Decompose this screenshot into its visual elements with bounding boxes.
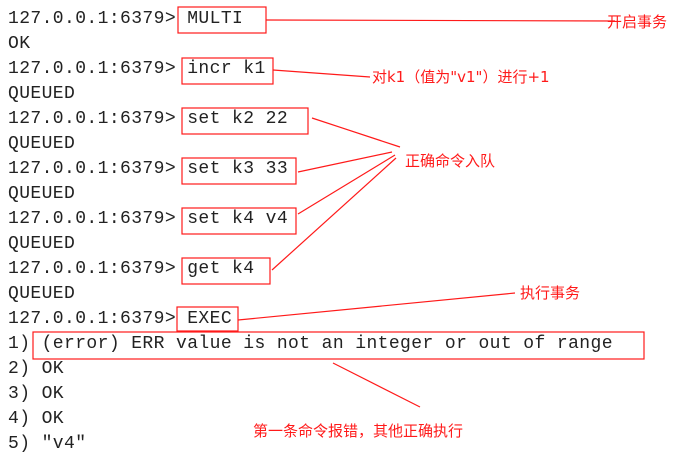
- output-line: QUEUED: [8, 184, 76, 204]
- command-line: 127.0.0.1:6379> incr k1: [8, 57, 613, 82]
- highlight-box-incr: [181, 57, 274, 85]
- command-text: set k3 33: [176, 159, 289, 179]
- highlight-box-set-k3: [181, 157, 297, 185]
- pointer-line-get-k4: [271, 157, 397, 271]
- prompt: 127.0.0.1:6379>: [8, 59, 177, 79]
- command-line: 127.0.0.1:6379> set k3 33: [8, 157, 613, 182]
- output-line: 3) OK: [8, 384, 65, 404]
- highlight-box-get-k4: [181, 257, 271, 285]
- pointer-line-set-k3: [297, 151, 393, 173]
- highlight-box-set-k2: [181, 107, 309, 135]
- output-line: 2) OK: [8, 359, 65, 379]
- pointer-line-incr: [272, 69, 371, 78]
- output-line: 4) OK: [8, 409, 65, 429]
- prompt: 127.0.0.1:6379>: [8, 9, 177, 29]
- output-line: OK: [8, 34, 31, 54]
- prompt: 127.0.0.1:6379>: [8, 109, 177, 129]
- annotation-exec: 执行事务: [520, 284, 581, 302]
- pointer-line-multi: [265, 19, 616, 22]
- command-text: set k2 22: [176, 109, 289, 129]
- command-line: 127.0.0.1:6379> set k4 v4: [8, 207, 613, 232]
- command-text: get k4: [176, 259, 255, 279]
- pointer-line-exec: [237, 292, 516, 321]
- highlight-box-error: [32, 331, 645, 360]
- command-line: 127.0.0.1:6379> EXEC: [8, 307, 613, 332]
- prompt: 127.0.0.1:6379>: [8, 209, 177, 229]
- output-line: QUEUED: [8, 134, 76, 154]
- command-text: EXEC: [176, 309, 233, 329]
- command-text: set k4 v4: [176, 209, 289, 229]
- command-line: 127.0.0.1:6379> get k4: [8, 257, 613, 282]
- pointer-line-error: [332, 362, 421, 408]
- prompt: 127.0.0.1:6379>: [8, 309, 177, 329]
- pointer-line-set-k2: [311, 117, 401, 148]
- pointer-line-set-k4: [297, 154, 396, 215]
- highlight-box-set-k4: [181, 207, 297, 235]
- output-line: 5) "v4": [8, 434, 87, 454]
- command-line: 127.0.0.1:6379> MULTI: [8, 7, 613, 32]
- command-text: incr k1: [176, 59, 266, 79]
- highlight-box-multi: [177, 6, 267, 34]
- annotation-incr: 对k1（值为"v1"）进行+1: [372, 68, 550, 86]
- highlight-box-exec: [176, 306, 239, 332]
- command-text: MULTI: [176, 9, 244, 29]
- output-line: 1) (error) ERR value is not an integer o…: [8, 334, 613, 354]
- annotation-queued: 正确命令入队: [405, 152, 496, 170]
- output-line: QUEUED: [8, 284, 76, 304]
- annotation-multi: 开启事务: [607, 13, 668, 31]
- prompt: 127.0.0.1:6379>: [8, 259, 177, 279]
- command-line: 127.0.0.1:6379> set k2 22: [8, 107, 613, 132]
- annotation-error: 第一条命令报错，其他正确执行: [253, 422, 464, 440]
- output-line: QUEUED: [8, 84, 76, 104]
- prompt: 127.0.0.1:6379>: [8, 159, 177, 179]
- output-line: QUEUED: [8, 234, 76, 254]
